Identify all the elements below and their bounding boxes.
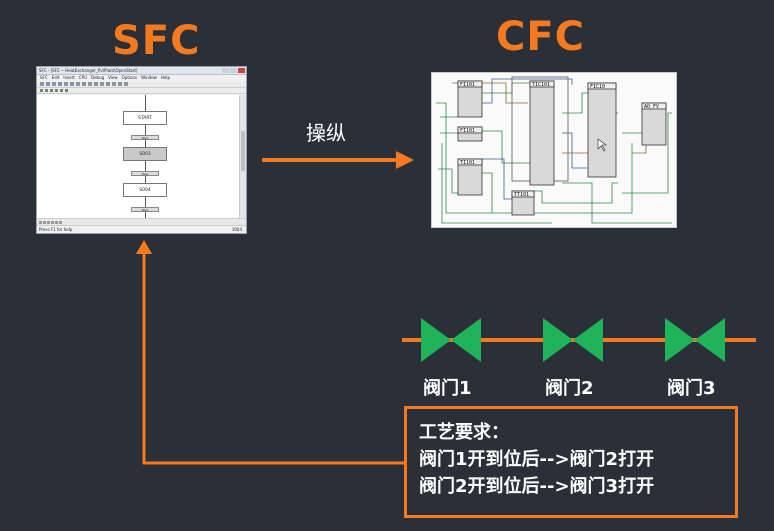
grid-icon[interactable] <box>118 82 122 86</box>
cut-icon[interactable] <box>64 82 68 86</box>
cfc-diagram-window[interactable]: FI101 FI101 TI101 TIC101 FIC10 AO_FV TT1… <box>431 72 677 228</box>
cfc-label: TIC101 <box>532 82 550 88</box>
feedback-arrow-head <box>136 240 152 254</box>
branch-icon[interactable] <box>55 89 58 92</box>
menu-item[interactable]: Edit <box>51 75 60 80</box>
valve-2-label: 阀门2 <box>545 378 594 399</box>
monitor-icon[interactable] <box>94 82 98 86</box>
close-icon[interactable] <box>238 68 245 73</box>
tab-icon[interactable] <box>51 221 54 224</box>
menu-item[interactable]: SFC <box>40 75 48 80</box>
sfc-step-s003[interactable]: S003 <box>123 147 167 161</box>
sfc-status-bar: Press F1 for help 1004 <box>37 225 246 233</box>
sfc-title: SFC <box>112 18 201 64</box>
cfc-label: FI101 <box>460 128 475 134</box>
open-icon[interactable] <box>46 82 50 86</box>
cfc-title: CFC <box>496 14 586 60</box>
sfc-step-start[interactable]: START <box>123 111 167 125</box>
valve-2-icon[interactable] <box>543 318 603 362</box>
window-controls <box>222 68 245 73</box>
menu-item[interactable]: Options <box>121 75 138 80</box>
compile-icon[interactable] <box>82 82 86 86</box>
cfc-block-fic10[interactable] <box>587 82 617 178</box>
valve-1-icon[interactable] <box>421 318 481 362</box>
menu-item[interactable]: Help <box>160 75 171 80</box>
cfc-label: AO_FV <box>644 104 659 110</box>
valve-1-label: 阀门1 <box>423 378 472 399</box>
menu-item[interactable]: View <box>108 75 118 80</box>
cfc-block-labels: FI101 FI101 TI101 TIC101 FIC10 AO_FV TT1… <box>460 82 659 198</box>
loop-icon[interactable] <box>65 89 68 92</box>
select-icon[interactable] <box>40 89 43 92</box>
save-icon[interactable] <box>52 82 56 86</box>
valve-3-label: 阀门3 <box>667 378 716 399</box>
sfc-transition[interactable]: Step <box>131 171 159 176</box>
cfc-label: TI101 <box>460 160 475 166</box>
tab-icon[interactable] <box>43 221 46 224</box>
requirement-box: 工艺要求： 阀门1开到位后-->阀门2打开 阀门2开到位后-->阀门3打开 <box>404 406 738 518</box>
sfc-step-s004[interactable]: S004 <box>123 183 167 197</box>
help-icon[interactable] <box>124 82 128 86</box>
sfc-editor-window[interactable]: SFC - [SFC -- HeatExchanger_Pv\Plant\Ope… <box>36 66 247 234</box>
tab-icon[interactable] <box>55 221 58 224</box>
requirement-line-2: 阀门2开到位后-->阀门3打开 <box>419 476 655 497</box>
requirement-line-1: 阀门1开到位后-->阀门2打开 <box>419 449 655 470</box>
vertical-scrollbar[interactable] <box>239 95 246 219</box>
menu-item[interactable]: CPU <box>78 75 88 80</box>
status-position: 1004 <box>231 227 242 232</box>
cfc-blocks <box>457 76 667 216</box>
transition-icon[interactable] <box>50 89 53 92</box>
sfc-menubar: SFC Edit Insert CPU Debug View Options W… <box>37 75 246 81</box>
maximize-icon[interactable] <box>230 68 237 73</box>
cursor-icon <box>597 138 607 152</box>
cfc-label: FIC10 <box>590 84 605 90</box>
paste-icon[interactable] <box>76 82 80 86</box>
feedback-arrow-line <box>142 252 404 465</box>
jump-icon[interactable] <box>60 89 63 92</box>
download-icon[interactable] <box>88 82 92 86</box>
sfc-chart-canvas[interactable]: START Step S003 Step S004 Step <box>37 95 240 219</box>
sfc-window-titlebar: SFC - [SFC -- HeatExchanger_Pv\Plant\Ope… <box>37 67 246 75</box>
sfc-toolbar <box>37 81 246 88</box>
sfc-toolbar-secondary <box>37 88 246 94</box>
cfc-label: FI101 <box>460 82 475 88</box>
cfc-diagram: FI101 FI101 TI101 TIC101 FIC10 AO_FV TT1… <box>436 76 672 224</box>
menu-item[interactable]: Debug <box>91 75 105 80</box>
cfc-label: TT101 <box>514 192 529 198</box>
minimize-icon[interactable] <box>222 68 229 73</box>
status-text: Press F1 for help <box>39 227 73 232</box>
sfc-transition[interactable]: Step <box>131 135 159 140</box>
control-arrow-head <box>396 151 414 169</box>
tab-icon[interactable] <box>39 221 42 224</box>
menu-item[interactable]: Window <box>141 75 157 80</box>
print-icon[interactable] <box>58 82 62 86</box>
valve-3-icon[interactable] <box>665 318 725 362</box>
menu-item[interactable]: Insert <box>63 75 75 80</box>
requirement-heading: 工艺要求： <box>419 422 509 443</box>
zoom-in-icon[interactable] <box>100 82 104 86</box>
tab-icon[interactable] <box>59 221 62 224</box>
zoom-fit-icon[interactable] <box>112 82 116 86</box>
zoom-out-icon[interactable] <box>106 82 110 86</box>
control-label: 操纵 <box>306 121 346 145</box>
new-icon[interactable] <box>40 82 44 86</box>
scrollbar-thumb[interactable] <box>241 131 245 171</box>
sfc-sheet-tabs <box>37 218 246 226</box>
sfc-transition[interactable]: Step <box>131 207 159 212</box>
tab-icon[interactable] <box>47 221 50 224</box>
copy-icon[interactable] <box>70 82 74 86</box>
cfc-block-tic101[interactable] <box>529 80 555 186</box>
cfc-block-ao-fv[interactable] <box>641 102 667 146</box>
step-icon[interactable] <box>45 89 48 92</box>
sfc-window-title: SFC - [SFC -- HeatExchanger_Pv\Plant\Ope… <box>39 68 138 73</box>
